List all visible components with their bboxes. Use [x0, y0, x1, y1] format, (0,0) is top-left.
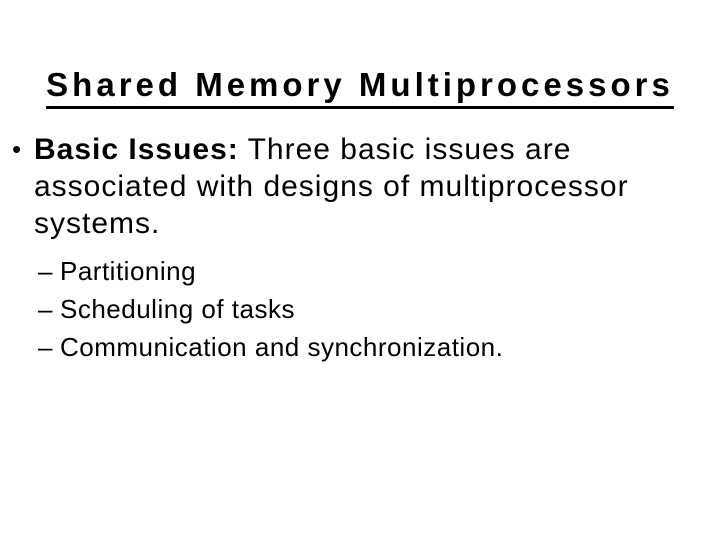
sub-bullet-label: Partitioning — [60, 256, 197, 286]
sub-bullet-item-scheduling: – Scheduling of tasks — [38, 290, 503, 328]
sub-bullet-label: Scheduling of tasks — [60, 294, 295, 324]
bullet-item-basic-issues: • Basic Issues: Three basic issues are a… — [12, 131, 638, 242]
bullet-text: Basic Issues: Three basic issues are ass… — [34, 131, 638, 242]
dash-marker: – — [38, 294, 53, 324]
slide-title: Shared Memory Multiprocessors — [0, 66, 720, 110]
sub-bullet-list: – Partitioning – Scheduling of tasks – C… — [38, 252, 503, 366]
sub-bullet-item-communication: – Communication and synchronization. — [38, 328, 503, 366]
dash-marker: – — [38, 256, 53, 286]
bullet-text-bold-lead: Basic Issues: — [34, 133, 239, 166]
sub-bullet-label: Communication and synchronization. — [60, 332, 504, 362]
slide-title-text: Shared Memory Multiprocessors — [46, 66, 674, 110]
dash-marker: – — [38, 332, 53, 362]
sub-bullet-item-partitioning: – Partitioning — [38, 252, 503, 290]
bullet-text-body: Three basic issues are associated with d… — [34, 133, 629, 240]
bullet-marker: • — [12, 134, 23, 164]
